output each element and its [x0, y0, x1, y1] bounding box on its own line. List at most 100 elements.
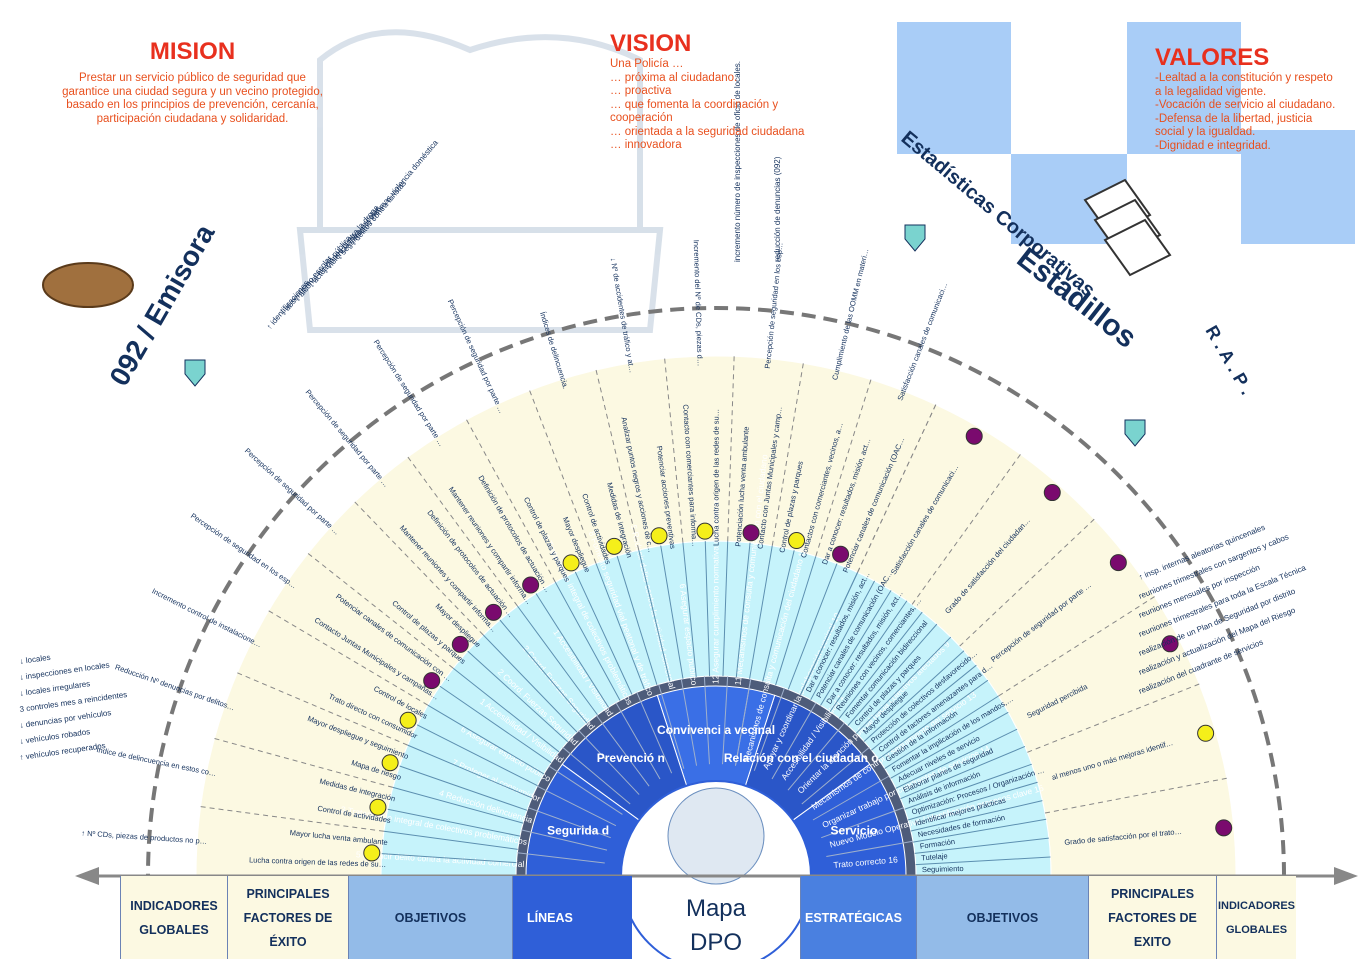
objetivo-divider [722, 676, 729, 765]
objetivo-divider [826, 840, 914, 858]
objetivo-divider [636, 692, 673, 774]
fan-layer: 5 Reducir delito contra la actividad com… [19, 61, 1358, 959]
factor-divider [554, 581, 621, 701]
indicador-divider [407, 456, 518, 607]
factor-divider [871, 664, 977, 751]
indicador-label: Satisfacción canales de comunicaci… [895, 281, 949, 402]
factor-divider [704, 541, 711, 677]
yellow-status-dot [605, 537, 623, 555]
factor-divider [749, 545, 773, 679]
valores-line: -Vocación de servicio al ciudadano. [1155, 99, 1336, 111]
indicador-label: Percepción de seguridad por parte … [446, 298, 507, 415]
objetivo-divider [537, 785, 617, 827]
vision-title: VISION [610, 30, 692, 57]
rap-label: R . A . P . [1202, 322, 1258, 398]
factor-divider [890, 711, 1009, 779]
yellow-status-dot [562, 554, 580, 572]
yellow-status-dot [650, 527, 668, 545]
indicador-divider [959, 518, 1095, 647]
indicador-divider [200, 806, 385, 832]
purple-status-dot [1161, 635, 1179, 653]
down-arrow-icon [184, 359, 206, 387]
vision-block: VISION Una Policía … … próxima al ciudad… [610, 30, 840, 153]
down-arrow-icon [904, 224, 926, 252]
outer-left-indicator: ↓ vehículos robados [19, 727, 91, 746]
factor-divider [829, 600, 908, 712]
factor-divider [467, 650, 569, 743]
factor-divider [762, 550, 795, 682]
indicador-divider [727, 356, 735, 542]
vision-line: Una Policía … [610, 58, 684, 70]
indicador-label: ↑ Nº CDs, piezas de productos no p… [81, 828, 207, 845]
outer-dashed-arc [146, 306, 1286, 877]
yellow-status-dot [1197, 724, 1215, 742]
band-indicadores-right: INDICADORES GLOBALES [1216, 876, 1296, 959]
purple-status-dot [1215, 819, 1233, 837]
objetivo-divider [517, 852, 605, 864]
band-objetivos-right: OBJETIVOS [916, 876, 1088, 959]
purple-status-dot [832, 545, 850, 563]
indicador-divider [857, 404, 937, 573]
vision-line: … innovadora [610, 139, 682, 151]
indicador-label: Incremento del Nº de CDs, piezas d… [692, 240, 705, 367]
factor-divider [895, 728, 1018, 789]
purple-status-dot [484, 603, 502, 621]
objetivo-divider [615, 702, 661, 780]
yellow-status-dot [788, 532, 806, 550]
indicador-label: Percepción de seguridad por parte … [304, 388, 391, 489]
objetivo-divider [734, 678, 752, 766]
factor-divider [838, 611, 923, 719]
vision-line: … proactiva [610, 85, 672, 97]
vision-line: … que fomenta la coordinación y cooperac… [610, 98, 779, 125]
factor-divider [800, 572, 859, 695]
indicador-divider [664, 358, 684, 543]
objetivo-divider [812, 775, 890, 821]
vision-line: … próxima al ciudadano. [610, 71, 738, 84]
factor-divider [913, 818, 1047, 843]
factor-label: Lucha contra origen de las redes de su… [711, 409, 720, 546]
factor-divider [907, 781, 1038, 821]
factor-divider [787, 563, 838, 690]
indicador-divider [466, 419, 556, 583]
factor-divider [595, 563, 645, 690]
indicador-divider [595, 369, 640, 551]
valores-line: -Dignidad e integridad. [1155, 139, 1271, 152]
valores-block: VALORES -Lealtad a la constitución y res… [1155, 44, 1340, 153]
indicador-label: Índices de delincuencia. [538, 311, 570, 390]
band-estrategicas: ESTRATÉGICAS [800, 876, 916, 959]
factor-divider [387, 808, 521, 837]
factor-divider [900, 745, 1026, 800]
objetivo-divider [521, 829, 608, 851]
objetivo-divider [548, 765, 623, 815]
purple-status-dot [423, 672, 441, 690]
indicador-divider [1027, 683, 1200, 753]
valores-line: -Defensa de la libertad, justicia social… [1155, 112, 1313, 139]
center-title-line2: DPO [690, 929, 742, 956]
mision-block: MISION Prestar un servicio público de se… [55, 38, 330, 126]
purple-status-dot [1043, 484, 1061, 502]
band-indicadores-left: INDICADORES GLOBALES [120, 876, 227, 959]
band-objetivos-left: OBJETIVOS [348, 876, 512, 959]
band-factores-left: PRINCIPALES FACTORES DE ÉXITO [227, 876, 348, 959]
indicador-divider [237, 672, 408, 746]
factor-divider [855, 636, 952, 734]
indicador-label: Incremento control de instalacione… [150, 586, 263, 649]
factor-divider [482, 634, 578, 733]
yellow-status-dot [363, 844, 381, 862]
objetivo-divider [821, 807, 905, 839]
indicador-label: Percepción de seguridad en los esp… [189, 511, 299, 590]
down-arrow-icon [1124, 419, 1146, 447]
factor-divider [427, 704, 545, 775]
factor-divider [904, 763, 1032, 810]
factor-divider [535, 593, 609, 708]
objetivo-divider [787, 722, 845, 791]
police-badge-icon [667, 787, 765, 885]
factor-divider [517, 605, 598, 716]
center-title-line1: Mapa [686, 895, 747, 922]
factor-divider [735, 542, 751, 678]
factor-divider [660, 545, 684, 679]
objetivo-divider [771, 702, 817, 780]
factor-divider [878, 679, 989, 760]
valores-text: -Lealtad a la constitución y respeto a l… [1155, 72, 1340, 153]
